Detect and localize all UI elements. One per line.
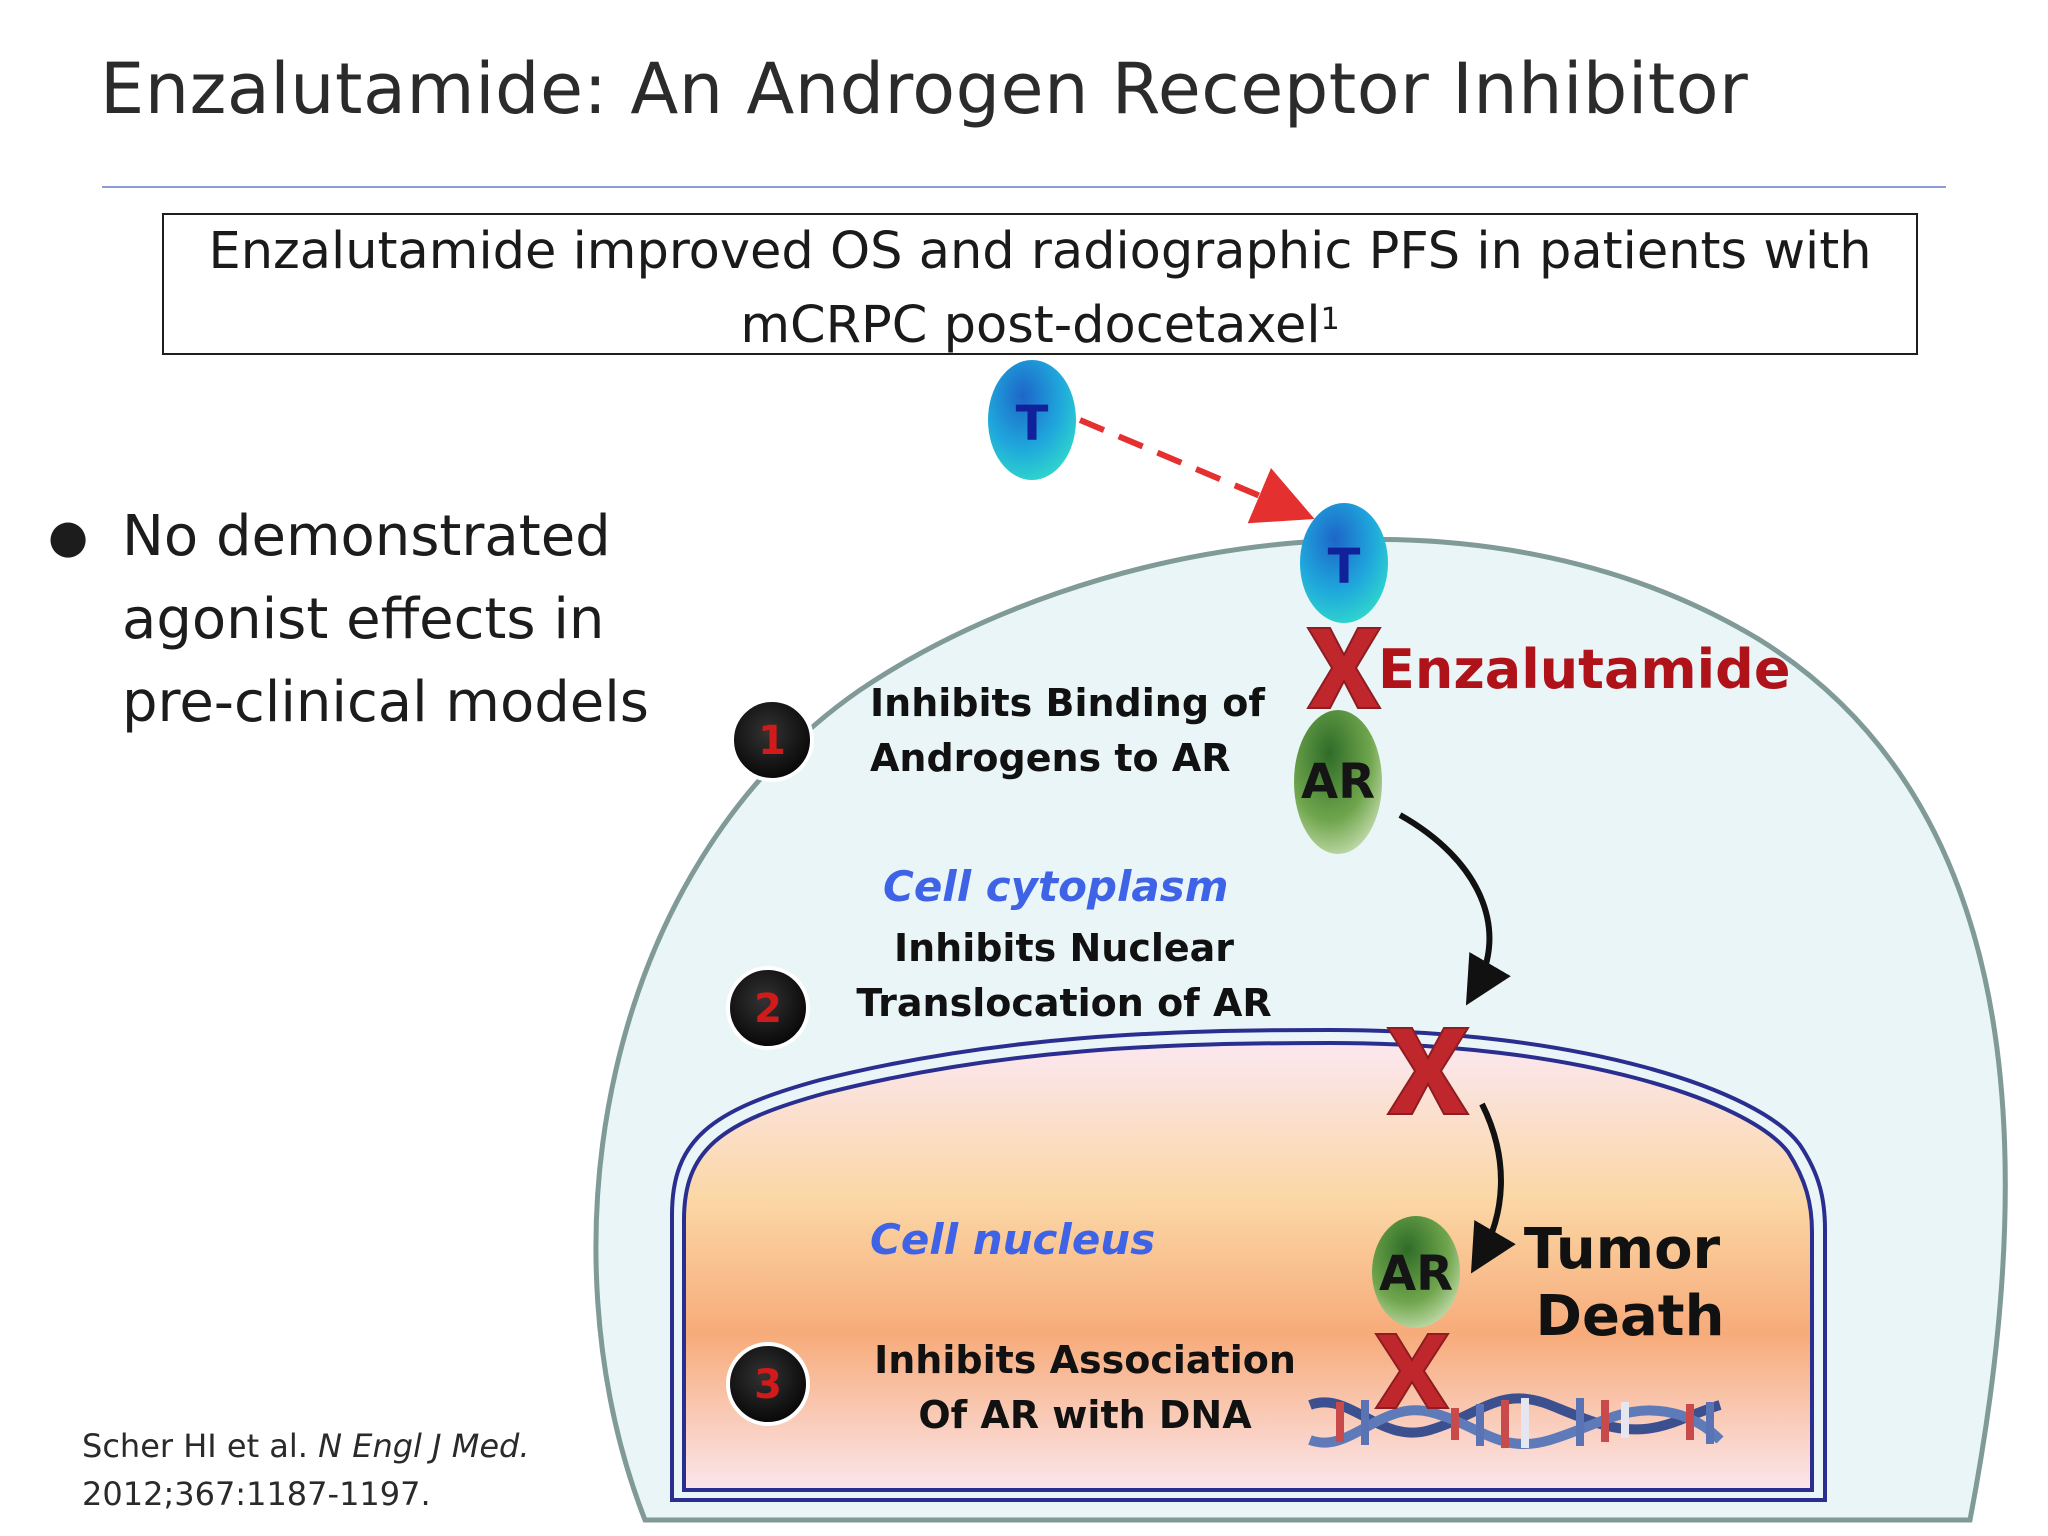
slide-title: Enzalutamide: An Androgen Receptor Inhib… — [100, 48, 1749, 130]
testosterone-outside-label: T — [1016, 396, 1049, 452]
ar-nucleus-label: AR — [1379, 1246, 1453, 1302]
nucleus-label: Cell nucleus — [870, 1215, 1155, 1264]
nucleus-envelope-outer — [670, 1027, 1827, 1502]
bullet-dot-icon: ● — [48, 509, 89, 563]
citation-line-2: 2012;367:1187-1197. — [82, 1475, 431, 1513]
drug-label: Enzalutamide — [1378, 638, 1790, 701]
inhibit-dna-x-icon — [1374, 1333, 1450, 1409]
citation-journal: N Engl J Med. — [318, 1427, 530, 1465]
step-3-line-2: Of AR with DNA — [918, 1393, 1252, 1437]
step-3-line-1: Inhibits Association — [874, 1338, 1296, 1382]
step-1-marker: 1 — [730, 698, 814, 782]
ar-cytoplasm-label: AR — [1301, 754, 1375, 810]
androgen-receptor-nucleus: AR — [1372, 1216, 1460, 1328]
testosterone-bound-label: T — [1328, 539, 1361, 595]
bullet-line-3: pre-clinical models — [122, 670, 649, 735]
citation: Scher HI et al. N Engl J Med. 2012;367:1… — [82, 1422, 602, 1518]
translocation-arrow — [1398, 812, 1511, 1006]
citation-line-1: Scher HI et al. N Engl J Med. — [82, 1422, 602, 1470]
citation-authors: Scher HI et al. — [82, 1427, 319, 1465]
step-3-marker: 3 — [726, 1342, 810, 1426]
inhibit-binding-x-icon — [1306, 627, 1382, 709]
testosterone-outside: T — [988, 360, 1076, 480]
summary-footnote-marker: 1 — [1320, 302, 1340, 337]
cytoplasm-label: Cell cytoplasm — [883, 862, 1229, 911]
androgen-receptor-cytoplasm: AR — [1294, 710, 1382, 854]
step-1-line-1: Inhibits Binding of — [870, 681, 1265, 725]
bullet-line-2: agonist effects in — [122, 587, 605, 652]
cell-nucleus — [682, 1040, 1814, 1492]
outcome-line-1: Tumor — [1524, 1217, 1721, 1282]
inhibit-translocation-x-icon — [1386, 1027, 1470, 1115]
summary-line-2: mCRPC post-docetaxel1 — [164, 289, 1916, 363]
step-2-line-1: Inhibits Nuclear — [894, 926, 1234, 970]
summary-box: Enzalutamide improved OS and radiographi… — [162, 213, 1918, 355]
title-divider — [102, 186, 1946, 188]
summary-line-2-text: mCRPC post-docetaxel — [740, 296, 1321, 355]
step-2-number: 2 — [754, 986, 782, 1032]
step-3-number: 3 — [754, 1362, 782, 1408]
step-1-line-2: Androgens to AR — [870, 736, 1231, 780]
dna-helix-icon — [1308, 1393, 1724, 1450]
step-2-line-2: Translocation of AR — [856, 981, 1271, 1025]
step-1-number: 1 — [758, 718, 786, 764]
outcome-line-2: Death — [1536, 1284, 1725, 1349]
summary-line-1: Enzalutamide improved OS and radiographi… — [208, 222, 1872, 281]
bullet-point: ● No demonstrated agonist effects in pre… — [48, 495, 688, 744]
dna-binding-arrow — [1470, 1102, 1516, 1274]
step-2-marker: 2 — [726, 966, 810, 1050]
androgen-entry-arrow — [1078, 417, 1315, 524]
testosterone-bound: T — [1300, 503, 1388, 623]
bullet-line-1: No demonstrated — [122, 504, 611, 569]
